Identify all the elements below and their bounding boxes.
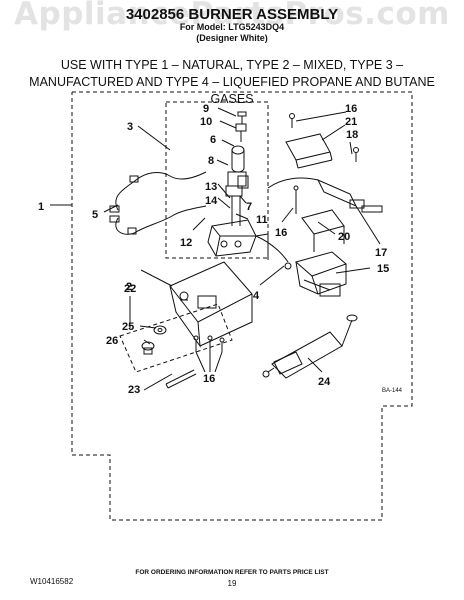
callout-9: 9	[203, 103, 209, 115]
callout-5: 5	[92, 209, 98, 221]
watermark-text: AppliancePartsPros.com	[14, 0, 450, 32]
callout-10: 10	[200, 116, 212, 128]
ordering-note: FOR ORDERING INFORMATION REFER TO PARTS …	[135, 569, 329, 576]
callout-7: 7	[246, 201, 252, 213]
page-header: AppliancePartsPros.com 3402856 BURNER AS…	[0, 0, 464, 50]
page-title: 3402856 BURNER ASSEMBLY	[125, 6, 339, 23]
bracket-group-frame	[119, 303, 233, 373]
callout-17: 17	[375, 247, 387, 259]
callout-16-bottom: 16	[203, 373, 215, 385]
callout-4: 4	[253, 290, 260, 302]
callout-22-text: 22	[124, 283, 136, 295]
model-number: For Model: LTG5243DQ4	[179, 22, 285, 32]
callout-1: 1	[38, 201, 44, 213]
document-number: W10416582	[30, 577, 74, 586]
callout-12: 12	[180, 237, 192, 249]
callout-24: 24	[318, 376, 331, 388]
callout-8: 8	[208, 155, 214, 167]
page-number: 19	[227, 579, 237, 588]
callout-26: 26	[106, 335, 118, 347]
assembly-frame	[71, 91, 413, 521]
callout-18: 18	[346, 129, 358, 141]
usage-note: USE WITH TYPE 1 – NATURAL, TYPE 2 – MIXE…	[29, 58, 435, 106]
model-variant: (Designer White)	[196, 33, 268, 43]
callout-13: 13	[205, 181, 217, 193]
callout-23: 23	[128, 384, 140, 396]
callout-20: 20	[338, 231, 350, 243]
callout-3: 3	[127, 121, 133, 133]
callout-15: 15	[377, 263, 389, 275]
callout-6: 6	[210, 134, 216, 146]
callout-16-top: 16	[345, 103, 357, 115]
callout-21: 21	[345, 116, 357, 128]
diagram-reference: BA-144	[382, 388, 403, 394]
callout-2: 2	[126, 281, 132, 293]
callout-14: 14	[205, 195, 218, 207]
callout-16-mid: 16	[275, 227, 287, 239]
callout-25: 25	[122, 321, 134, 333]
callout-11: 11	[256, 214, 268, 226]
